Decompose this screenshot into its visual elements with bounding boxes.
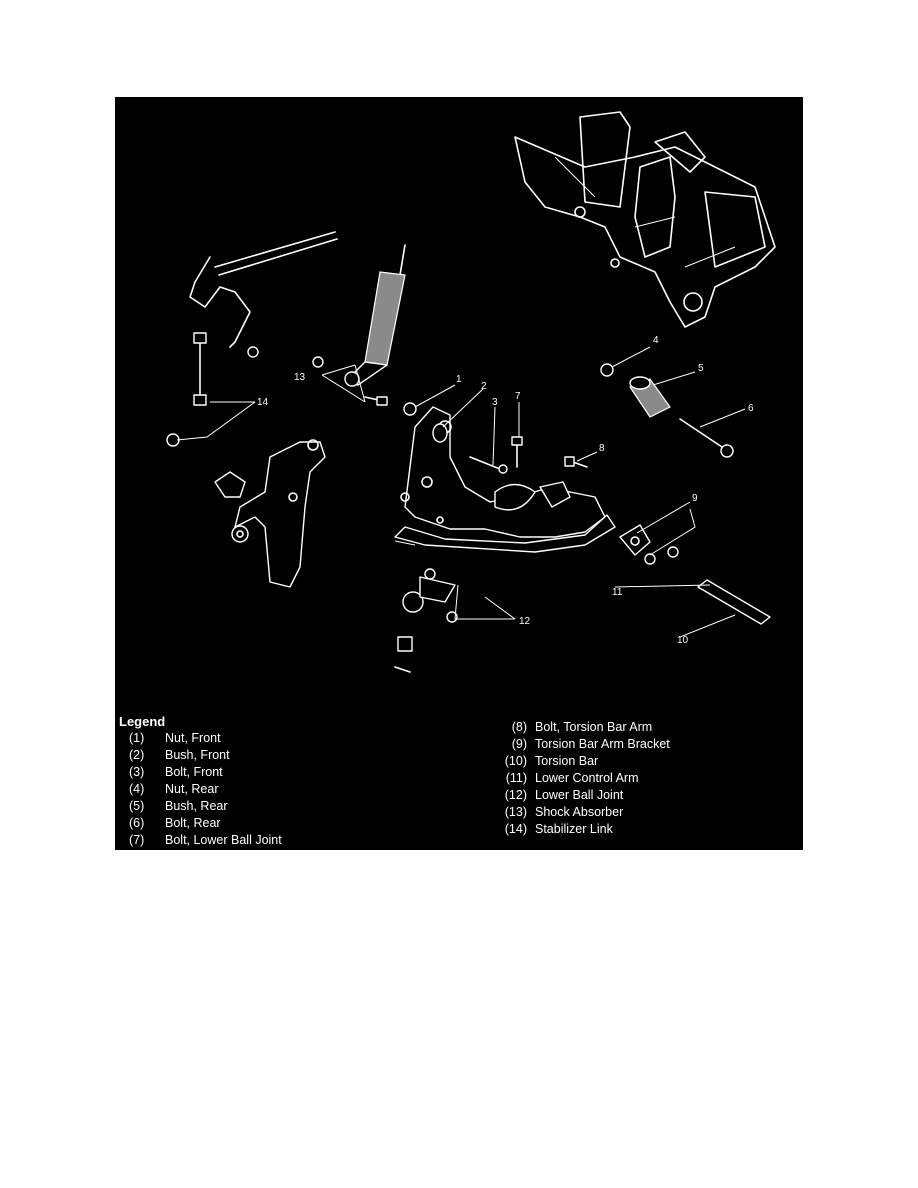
legend-label: Bush, Rear: [165, 799, 228, 813]
legend-item: (1) Nut, Front: [129, 730, 282, 747]
legend-number: (9): [511, 737, 527, 751]
legend-number: (12): [504, 788, 527, 802]
legend-number: (14): [504, 822, 527, 836]
legend-label: Bolt, Rear: [165, 816, 221, 830]
callout-labels: 1 2 3 4 5 6 7 8 9 10 11 12 13 14: [257, 335, 754, 646]
legend-item: (13) Shock Absorber: [491, 804, 670, 821]
suspension-exploded-view: 1 2 3 4 5 6 7 8 9 10 11 12 13 14: [166, 111, 776, 673]
legend-number: (3): [129, 765, 145, 779]
callout-8: 8: [599, 443, 605, 454]
legend-label: Bush, Front: [165, 748, 230, 762]
legend-label: Lower Ball Joint: [535, 788, 624, 802]
legend-column-left: (1) Nut, Front (2) Bush, Front (3) Bolt, Fr…: [129, 730, 282, 849]
legend: Legend (1) Nut, Front (2) Bush, Front (3) B…: [119, 713, 799, 849]
legend-item: (9) Torsion Bar Arm Bracket: [491, 736, 670, 753]
stabilizer-link: [166, 332, 259, 447]
frame-crossmember: [514, 111, 776, 328]
steering-knuckle: [214, 439, 326, 588]
legend-number: (2): [129, 748, 145, 762]
legend-item: (12) Lower Ball Joint: [491, 787, 670, 804]
callout-11: 11: [612, 587, 623, 598]
callout-4: 4: [653, 335, 659, 346]
legend-item: (4) Nut, Rear: [129, 781, 282, 798]
callout-10: 10: [677, 635, 689, 646]
legend-item: (7) Bolt, Lower Ball Joint: [129, 832, 282, 849]
legend-label: Nut, Front: [165, 731, 221, 745]
legend-number: (5): [129, 799, 145, 813]
callout-9: 9: [692, 493, 698, 504]
lower-ball-joint-bolt: [511, 436, 523, 468]
legend-label: Torsion Bar: [535, 754, 599, 768]
legend-item: (10) Torsion Bar: [491, 753, 670, 770]
legend-item: (6) Bolt, Rear: [129, 815, 282, 832]
legend-item: (5) Bush, Rear: [129, 798, 282, 815]
callout-6: 6: [748, 403, 754, 414]
front-bush-assembly: [403, 402, 508, 474]
callout-13: 13: [294, 372, 306, 383]
leader-lines: [176, 346, 746, 638]
legend-label: Nut, Rear: [165, 782, 219, 796]
lower-ball-joint: [394, 568, 458, 673]
legend-label: Stabilizer Link: [535, 822, 613, 836]
stabilizer-bar: [189, 231, 338, 348]
legend-number: (7): [129, 833, 145, 847]
exploded-diagram-panel: 1 2 3 4 5 6 7 8 9 10 11 12 13 14 Legend …: [115, 97, 803, 850]
legend-label: Shock Absorber: [535, 805, 624, 819]
callout-5: 5: [698, 363, 704, 374]
callout-14: 14: [257, 397, 269, 408]
callout-12: 12: [519, 616, 531, 627]
legend-label: Bolt, Lower Ball Joint: [165, 833, 282, 847]
torsion-bar-arm-bolt: [564, 456, 588, 468]
legend-number: (11): [505, 771, 527, 785]
legend-label: Lower Control Arm: [535, 771, 639, 785]
legend-title: Legend: [119, 714, 166, 729]
legend-label: Bolt, Torsion Bar Arm: [535, 720, 653, 734]
torsion-bar-arm-bracket: [619, 524, 679, 565]
callout-3: 3: [492, 397, 498, 408]
legend-number: (4): [129, 782, 145, 796]
lower-control-arm: [394, 406, 616, 553]
torsion-bar: [697, 579, 771, 625]
legend-column-right: (8) Bolt, Torsion Bar Arm (9) Torsion Bar …: [491, 719, 670, 838]
legend-number: (1): [129, 731, 145, 745]
legend-number: (8): [511, 720, 527, 734]
callout-1: 1: [456, 374, 462, 385]
callout-2: 2: [481, 381, 487, 392]
legend-number: (13): [504, 805, 527, 819]
legend-item: (14) Stabilizer Link: [491, 821, 670, 838]
legend-item: (11) Lower Control Arm: [491, 770, 670, 787]
legend-label: Bolt, Front: [165, 765, 223, 779]
rear-bush-assembly: [600, 363, 734, 458]
legend-item: (8) Bolt, Torsion Bar Arm: [491, 719, 670, 736]
legend-number: (6): [129, 816, 145, 830]
legend-item: (3) Bolt, Front: [129, 764, 282, 781]
legend-number: (10): [504, 754, 527, 768]
callout-7: 7: [515, 391, 521, 402]
legend-label: Torsion Bar Arm Bracket: [535, 737, 670, 751]
legend-item: (2) Bush, Front: [129, 747, 282, 764]
